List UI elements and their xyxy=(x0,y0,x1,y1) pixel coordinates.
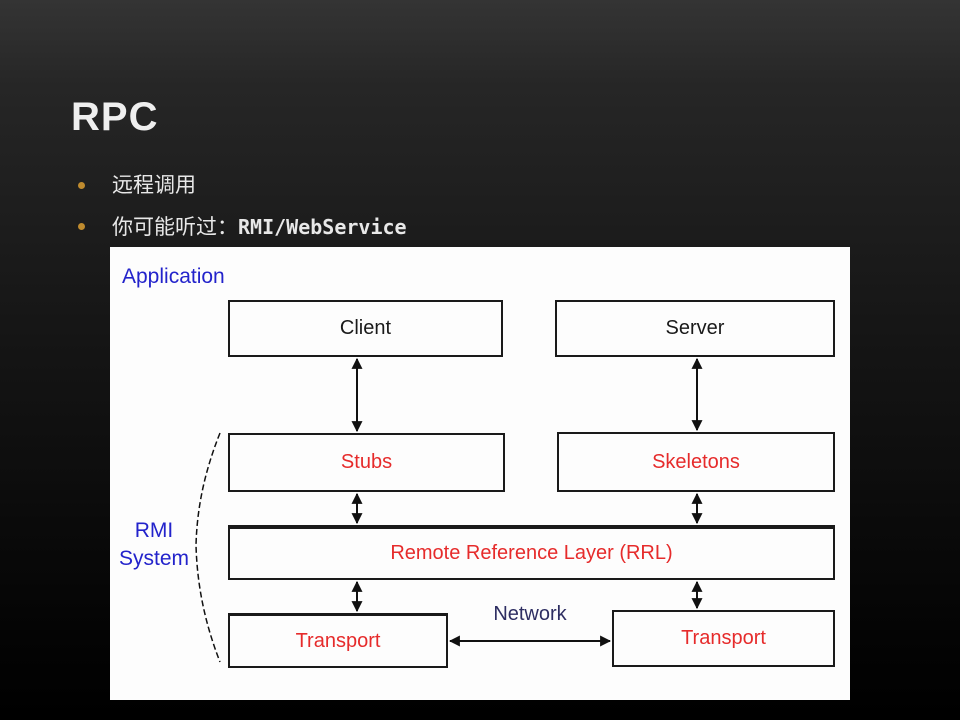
bullet-item: 你可能听过：RMI/WebService xyxy=(78,214,407,241)
rmi-architecture-diagram: Application RMI System Network Client Se… xyxy=(110,247,850,700)
skeletons-box: Skeletons xyxy=(557,432,835,492)
remote-reference-layer-box: Remote Reference Layer (RRL) xyxy=(228,525,835,580)
slide-title: RPC xyxy=(71,95,159,139)
bullet-marker-icon xyxy=(78,182,85,189)
bullet-item: 远程调用 xyxy=(78,173,196,199)
rmi-system-label-line2: System xyxy=(118,547,189,570)
application-label: Application xyxy=(122,265,225,288)
bullet-text: 你可能听过：RMI/WebService xyxy=(112,214,407,241)
rmi-system-brace xyxy=(195,432,221,663)
bullet-marker-icon xyxy=(78,223,85,230)
rmi-system-label-line1: RMI xyxy=(134,519,174,542)
transport-right-box: Transport xyxy=(612,610,835,667)
bullet-text-normal: 你可能听过： xyxy=(112,216,238,239)
network-label: Network xyxy=(493,603,567,625)
transport-left-box: Transport xyxy=(228,613,448,668)
server-box: Server xyxy=(555,300,835,357)
client-box: Client xyxy=(228,300,503,357)
rmi-system-label: RMI System xyxy=(110,517,198,573)
stubs-box: Stubs xyxy=(228,433,505,492)
bullet-text: 远程调用 xyxy=(112,174,196,197)
bullet-text-code: RMI/WebService xyxy=(238,215,407,239)
